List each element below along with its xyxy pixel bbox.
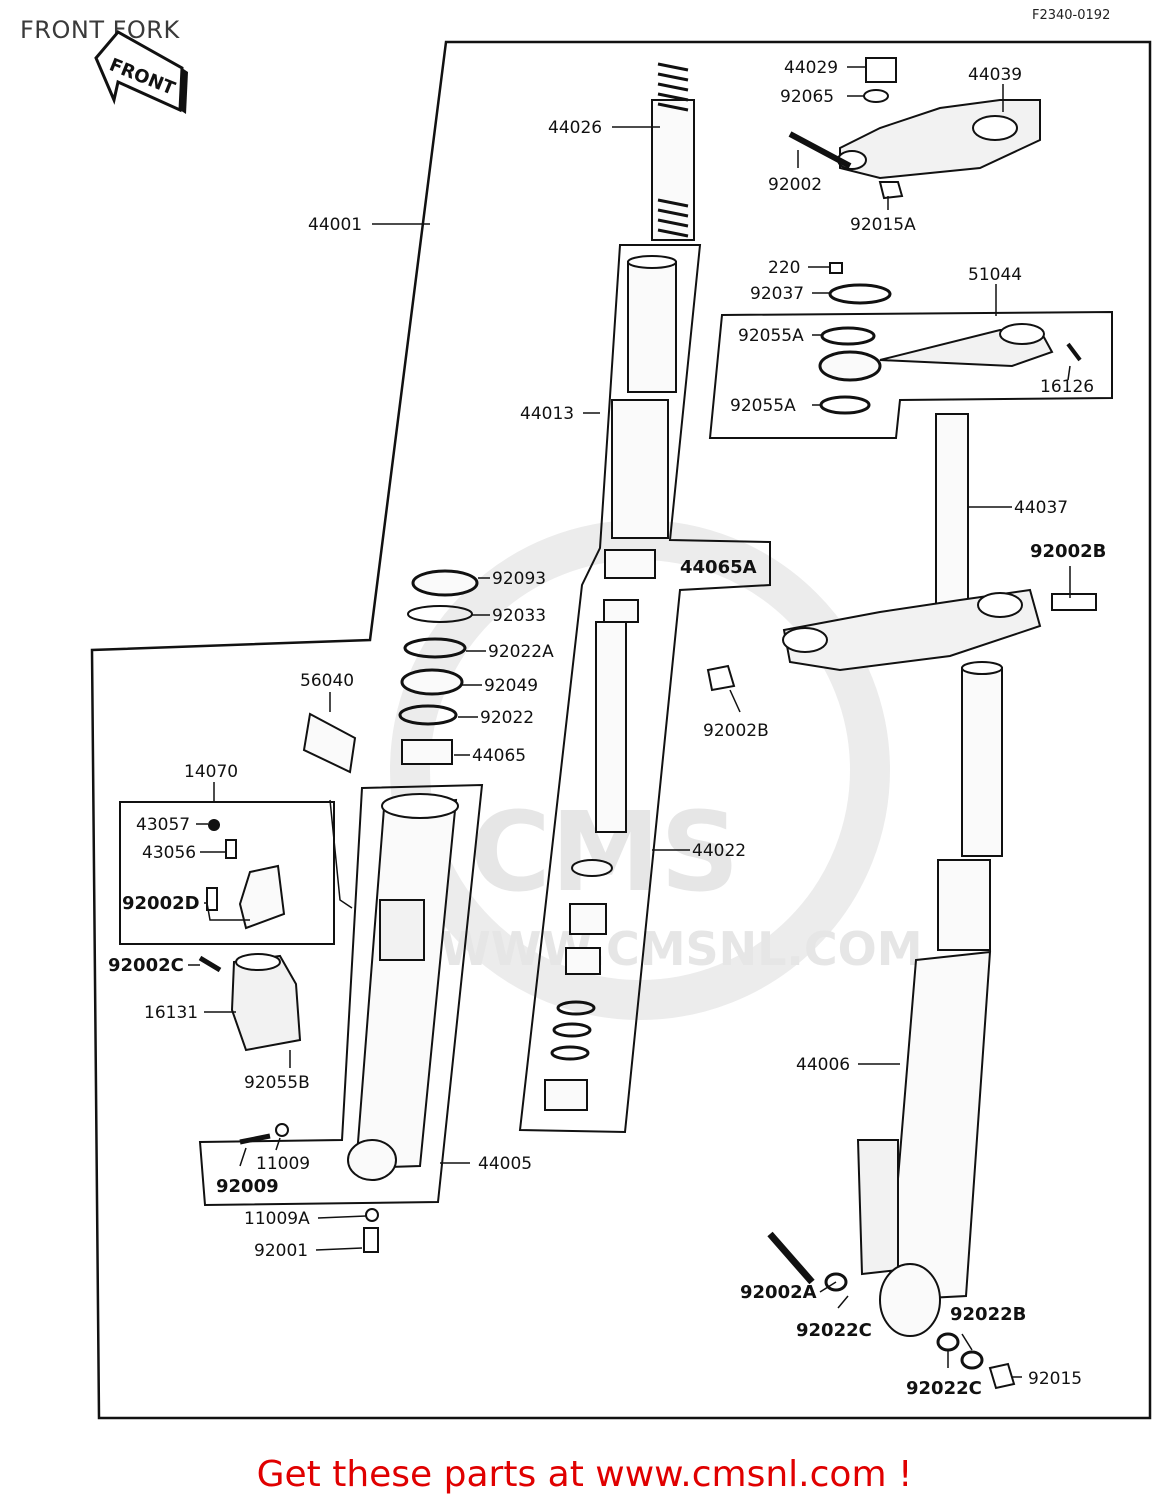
callout-92015a: 92015A xyxy=(850,215,916,235)
right-fork-tube-44006 xyxy=(767,661,1016,1390)
callout-44022: 44022 xyxy=(692,841,746,861)
callout-92022c-lower: 92022C xyxy=(906,1378,982,1399)
callout-92055a-upper: 92055A xyxy=(738,326,804,346)
outer-tube-group-box xyxy=(198,783,484,1207)
callout-92002c: 92002C xyxy=(108,955,184,976)
caliper-parts xyxy=(206,819,286,930)
page-title: FRONT FORK xyxy=(20,16,180,44)
callout-14070: 14070 xyxy=(184,762,238,782)
stem-head-box xyxy=(708,310,1113,439)
callout-92001: 92001 xyxy=(254,1241,308,1261)
small-fasteners xyxy=(239,262,1082,1253)
upper-bracket-44039 xyxy=(788,57,1041,200)
fork-assembly-boundary xyxy=(90,40,1152,1420)
callout-44001: 44001 xyxy=(308,215,362,235)
callout-92022: 92022 xyxy=(480,708,534,728)
callout-92065: 92065 xyxy=(780,87,834,107)
callout-92002a: 92002A xyxy=(740,1282,817,1303)
callout-92049: 92049 xyxy=(484,676,538,696)
callout-92022c-upper: 92022C xyxy=(796,1320,872,1341)
callout-44039: 44039 xyxy=(968,65,1022,85)
leader-lines xyxy=(188,66,1071,1378)
callout-92093: 92093 xyxy=(492,569,546,589)
footer-parts-link[interactable]: Get these parts at www.cmsnl.com ! xyxy=(256,1454,913,1495)
caliper-body-16131 xyxy=(198,953,302,1052)
callout-44065: 44065 xyxy=(472,746,526,766)
front-fork-diagram: CMS WWW.CMSNL.COM FRONT xyxy=(90,30,1152,1420)
label-plate-56040 xyxy=(302,712,357,774)
callout-92002d: 92002D xyxy=(122,893,200,914)
callout-92002b-right: 92002B xyxy=(1030,541,1106,562)
callout-43056: 43056 xyxy=(142,843,196,863)
callout-11009: 11009 xyxy=(256,1154,310,1174)
callout-44065a: 44065A xyxy=(680,557,757,578)
callout-92022b: 92022B xyxy=(950,1304,1026,1325)
callout-44029: 44029 xyxy=(784,58,838,78)
callout-44037: 44037 xyxy=(1014,498,1068,518)
callout-44005: 44005 xyxy=(478,1154,532,1174)
callout-labels: 44026 44029 44039 92065 92002 92015A 440… xyxy=(108,58,1106,1399)
callout-92002: 92002 xyxy=(768,175,822,195)
callout-16126: 16126 xyxy=(1040,377,1094,397)
callout-44006: 44006 xyxy=(796,1055,850,1075)
callout-220: 220 xyxy=(768,258,800,278)
callout-92002b-mid: 92002B xyxy=(703,721,769,741)
damper-rod-44022 xyxy=(544,599,639,1111)
watermark-site: WWW.CMSNL.COM xyxy=(440,922,923,976)
callout-11009a: 11009A xyxy=(244,1209,310,1229)
callout-44013: 44013 xyxy=(520,404,574,424)
callout-92009: 92009 xyxy=(216,1176,279,1197)
oil-seal-stack xyxy=(398,569,479,765)
front-direction-arrow: FRONT xyxy=(94,30,188,114)
callout-51044: 51044 xyxy=(968,265,1022,285)
steering-stem-44037 xyxy=(782,413,1097,672)
inner-tube-group-box xyxy=(518,244,771,1134)
cms-watermark: CMS WWW.CMSNL.COM xyxy=(390,520,923,1020)
caliper-kit-box xyxy=(119,801,335,945)
callout-92037: 92037 xyxy=(750,284,804,304)
outer-tube-44005 xyxy=(347,793,459,1181)
callout-92055b: 92055B xyxy=(244,1073,310,1093)
fork-spring-44026 xyxy=(651,62,695,241)
callout-92015: 92015 xyxy=(1028,1369,1082,1389)
callout-56040: 56040 xyxy=(300,671,354,691)
callout-92055a-lower: 92055A xyxy=(730,396,796,416)
diagram-code: F2340-0192 xyxy=(1032,8,1111,23)
callout-44026: 44026 xyxy=(548,118,602,138)
inner-tube-44013 xyxy=(604,255,677,579)
callout-92033: 92033 xyxy=(492,606,546,626)
callout-92022a: 92022A xyxy=(488,642,554,662)
steering-stem-head xyxy=(818,283,1054,415)
callout-16131: 16131 xyxy=(144,1003,198,1023)
callout-43057: 43057 xyxy=(136,815,190,835)
